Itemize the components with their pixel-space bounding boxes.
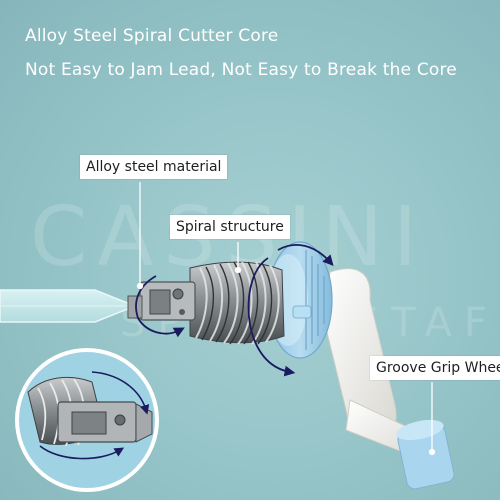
spiral-cutter-core: [189, 261, 285, 345]
zoom-inset: [15, 348, 159, 492]
headline-title: Alloy Steel Spiral Cutter Core: [25, 26, 279, 46]
headline-subtitle: Not Easy to Jam Lead, Not Easy to Break …: [25, 60, 457, 80]
callout-spiral-structure: Spiral structure: [170, 215, 290, 239]
rotation-arrows: [135, 244, 334, 377]
callout-alloy-steel: Alloy steel material: [80, 155, 228, 179]
callout-groove-grip-wheel: Groove Grip Wheel: [370, 356, 500, 380]
callout-pointers: [136, 182, 436, 456]
crank-knob: [396, 419, 455, 490]
pencil-shape: [0, 289, 138, 323]
cutter-head: [127, 281, 196, 321]
inset-cutter-detail: [27, 376, 153, 447]
